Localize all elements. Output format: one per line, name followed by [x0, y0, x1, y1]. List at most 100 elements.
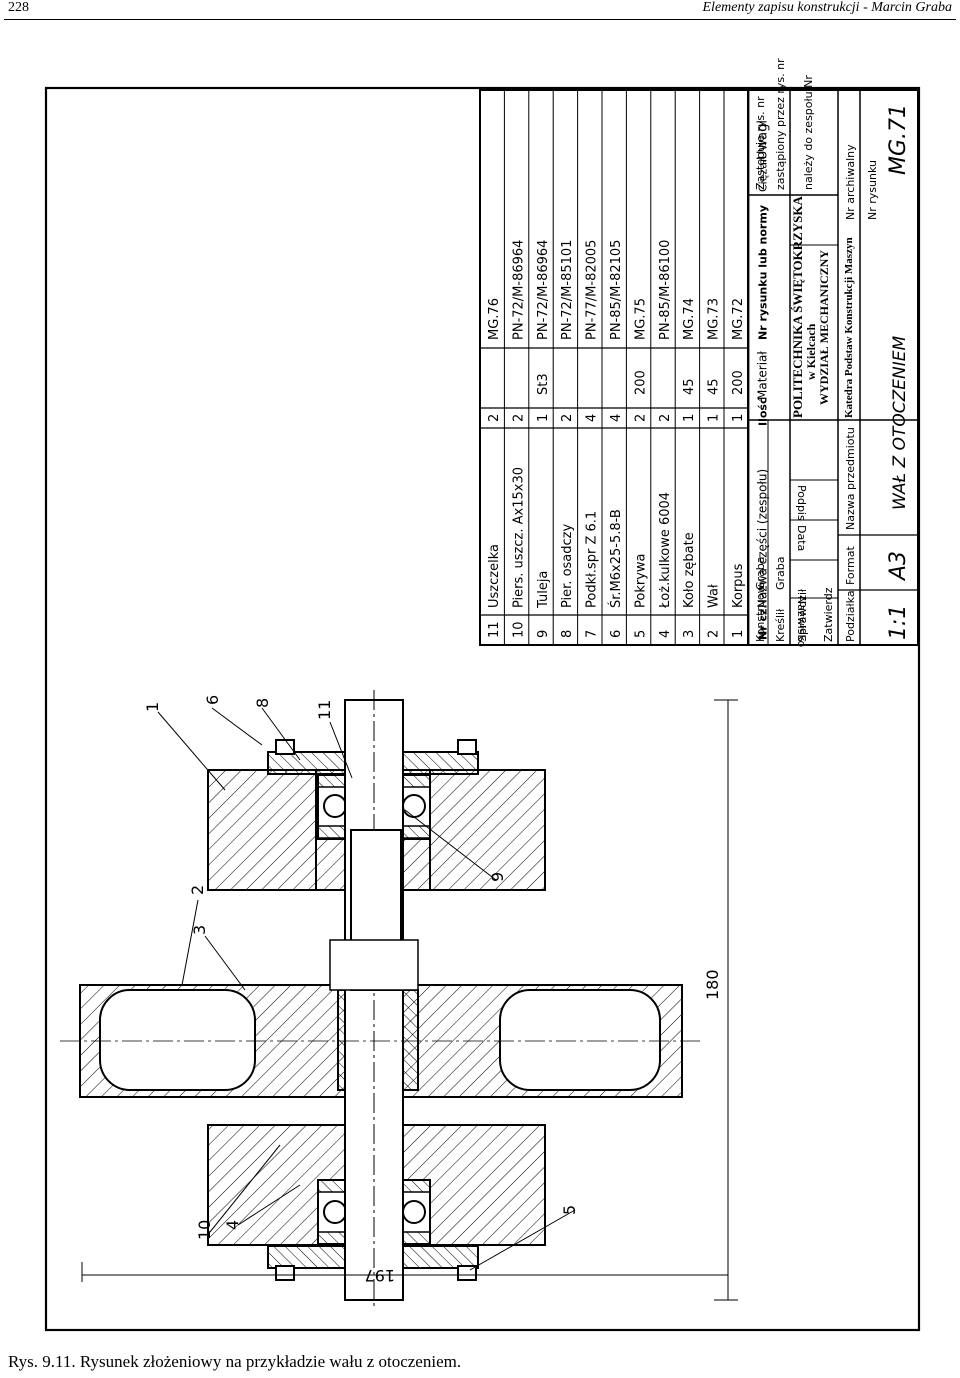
part-nr: 4 — [658, 630, 673, 638]
part-nr: 6 — [609, 630, 624, 638]
part-standard: PN-72/M-85101 — [560, 240, 575, 340]
callout-9: 10 — [195, 1220, 214, 1240]
part-material: St3 — [536, 373, 551, 395]
callout-1: 1 — [143, 702, 162, 712]
role-kreslil: Kreślił — [774, 608, 787, 642]
part-name: Śr.M6x25-5.8-B — [608, 509, 624, 608]
header-nr: Nr cz. — [756, 604, 769, 640]
col-podpis: Podpis — [795, 485, 808, 521]
format-value: A3 — [886, 551, 911, 582]
part-material: 200 — [633, 370, 648, 395]
col-data: Data — [795, 525, 808, 551]
part-standard: MG.76 — [487, 298, 502, 340]
part-material: 45 — [682, 378, 697, 395]
part-qty: 1 — [536, 414, 551, 422]
part-name: Koło zębate — [682, 532, 697, 608]
part-standard: PN-72/M-86964 — [511, 240, 526, 340]
dimension-180: 180 — [703, 969, 722, 1000]
part-qty: 2 — [560, 414, 575, 422]
part-qty: 2 — [658, 414, 673, 422]
part-qty: 1 — [682, 414, 697, 422]
part-name: Uszczelka — [487, 544, 502, 608]
label-belongs-to: należy do zespołu Nr — [802, 75, 815, 190]
part-nr: 5 — [633, 630, 648, 638]
faculty: WYDZIAŁ MECHANICZNY — [817, 250, 831, 405]
header-name: Nazwa części (zespołu) — [755, 469, 769, 608]
part-qty: 4 — [585, 414, 600, 422]
header-rule — [4, 19, 956, 20]
part-standard: PN-72/M-86964 — [536, 240, 551, 340]
part-standard: PN-85/M-86100 — [658, 240, 673, 340]
callout-10: 11 — [315, 700, 334, 720]
col-nazwisko: Nazwisko — [795, 596, 808, 648]
part-nr: 8 — [560, 630, 575, 638]
part-nr: 1 — [731, 630, 746, 638]
part-qty: 2 — [511, 414, 526, 422]
part-material: 200 — [731, 370, 746, 395]
part-name: Pokrywa — [633, 554, 648, 609]
role-sprawdzil: Sprawdził — [796, 588, 809, 642]
part-standard: MG.73 — [707, 298, 722, 340]
part-name: Podkł.spr Z 6.1 — [585, 511, 600, 608]
part-standard: PN-85/M-82105 — [609, 240, 624, 340]
name-kreslil: Graba — [774, 556, 787, 590]
part-name: Wał — [707, 584, 722, 608]
part-nr: 11 — [487, 621, 502, 638]
callout-11: 5 — [560, 1205, 579, 1215]
institution: POLITECHNIKA ŚWIĘTOKRZYSKA — [790, 195, 805, 418]
title-block: Konstruow Kreślił Sprawdził Zatwierdz Gr… — [747, 58, 919, 648]
label-subject: Nazwa przedmiotu — [844, 427, 857, 530]
label-archive: Nr archiwalny — [844, 144, 857, 220]
callout-2: 2 — [188, 885, 207, 895]
drawing-frame — [44, 86, 921, 1332]
part-qty: 2 — [487, 414, 502, 422]
figure-caption: Rys. 9.11. Rysunek złożeniowy na przykła… — [8, 1352, 462, 1371]
header-notes: Uwagi — [755, 120, 770, 160]
part-name: Tuleja — [536, 571, 551, 609]
drawing-no-value: MG.71 — [886, 104, 911, 175]
part-standard: MG.75 — [633, 298, 648, 340]
part-standard: MG.72 — [731, 298, 746, 340]
label-replaced-by: zastąpiony przez rys. nr — [774, 58, 787, 190]
part-nr: 9 — [536, 630, 551, 638]
part-standard: MG.74 — [682, 298, 697, 340]
part-name: Korpus — [731, 563, 746, 608]
book-title: Elementy zapisu konstrukcji - Marcin Gra… — [702, 0, 953, 15]
page-number: 228 — [8, 0, 29, 15]
role-zatwierdzil: Zatwierdz — [822, 587, 835, 642]
header-qty: Ilość — [756, 397, 769, 426]
callout-4: 4 — [223, 1220, 242, 1230]
part-name: Piers. uszcz. Ax15x30 — [511, 467, 526, 608]
header-standard: Nr rysunku lub normy — [756, 205, 769, 340]
part-qty: 2 — [633, 414, 648, 422]
callout-8: 9 — [488, 872, 507, 882]
part-standard: PN-77/M-82005 — [585, 240, 600, 340]
part-qty: 1 — [707, 414, 722, 422]
callout-5: 6 — [203, 695, 222, 705]
header-material: Materiał — [755, 351, 769, 400]
city: w Kielcach — [804, 323, 818, 380]
part-nr: 7 — [585, 630, 600, 638]
dimension-197: 197 — [364, 1266, 395, 1285]
scale-value: 1:1 — [886, 605, 911, 640]
part-name: Pier. osadczy — [560, 524, 575, 608]
part-qty: 1 — [731, 414, 746, 422]
part-name: Łoż.kulkowe 6004 — [658, 492, 673, 609]
part-nr: 3 — [682, 630, 697, 638]
label-replaces: Zastępuje rys. nr — [754, 96, 767, 190]
name-konstruowal: Graba — [754, 556, 767, 590]
part-nr: 2 — [707, 630, 722, 638]
part-qty: 4 — [609, 414, 624, 422]
header-weight: Ciężar — [756, 157, 769, 192]
subject-value: WAŁ Z OTOCZENIEM — [890, 336, 910, 510]
callout-6: 8 — [253, 698, 272, 708]
label-format: Format — [844, 546, 857, 585]
part-material: 45 — [707, 378, 722, 395]
callout-3: 3 — [190, 925, 209, 935]
label-podzialka: Podziałka — [844, 590, 857, 642]
department: Katedra Podstaw Konstrukcji Maszyn — [843, 237, 855, 418]
role-konstruowal: Konstruow — [754, 584, 767, 642]
label-drawing-no: Nr rysunku — [866, 160, 879, 220]
